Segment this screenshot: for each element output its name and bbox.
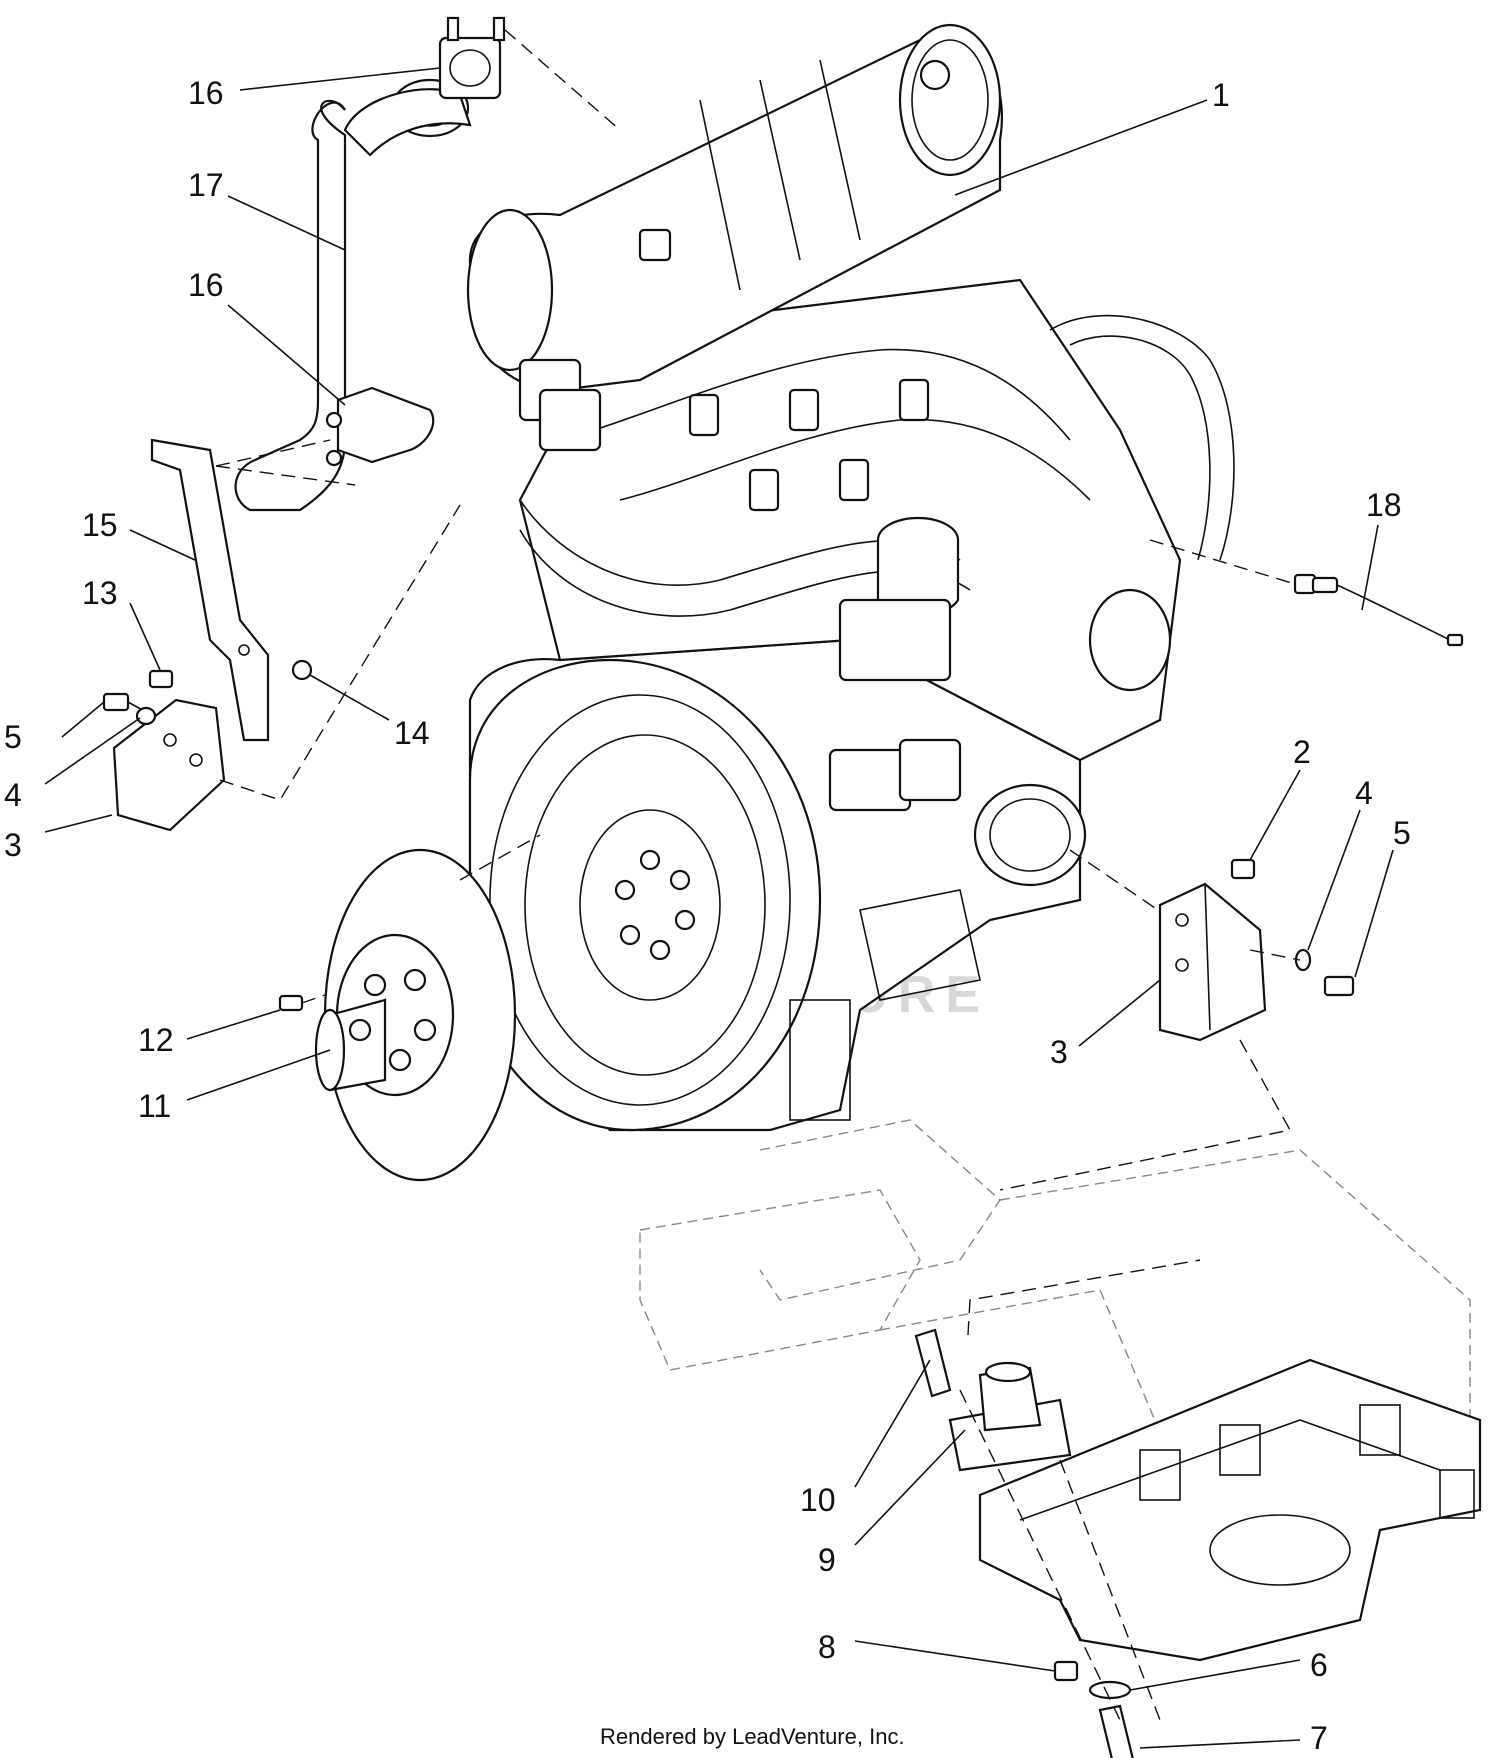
washer-4-left bbox=[135, 706, 157, 726]
callout-10: 10 bbox=[800, 1482, 836, 1518]
chassis-frame-phantom bbox=[639, 1119, 1471, 1481]
callout-18: 18 bbox=[1366, 487, 1402, 523]
callout-7: 7 bbox=[1310, 1720, 1328, 1756]
callout-8: 8 bbox=[818, 1629, 836, 1665]
callout-labels: 1 16 17 16 15 13 5 4 3 14 18 2 4 5 3 12 … bbox=[4, 75, 1411, 1756]
callout-16-lower: 16 bbox=[188, 267, 224, 303]
callout-2: 2 bbox=[1293, 734, 1311, 770]
callout-3-left: 3 bbox=[4, 827, 22, 863]
callout-5-right: 5 bbox=[1393, 815, 1411, 851]
bracket-hole bbox=[238, 644, 250, 656]
engine-mount-right bbox=[1158, 882, 1267, 1042]
clamp-lower bbox=[325, 386, 435, 467]
nut-8 bbox=[1053, 1660, 1079, 1682]
bolt-13 bbox=[148, 669, 174, 689]
engine-mount-left bbox=[112, 698, 226, 832]
callout-3-right: 3 bbox=[1050, 1034, 1068, 1070]
engine-support-pan bbox=[978, 1358, 1482, 1662]
callout-17: 17 bbox=[188, 167, 224, 203]
bolt-5-right bbox=[1323, 975, 1355, 997]
callout-4-right: 4 bbox=[1355, 775, 1373, 811]
callout-5-left: 5 bbox=[4, 719, 22, 755]
callout-9: 9 bbox=[818, 1542, 836, 1578]
engine-block bbox=[468, 278, 1235, 1132]
callout-14: 14 bbox=[394, 715, 430, 751]
nut-14 bbox=[291, 659, 313, 681]
exhaust-bracket bbox=[150, 438, 270, 742]
leader-lines bbox=[44, 67, 1394, 1749]
bolt-10 bbox=[914, 1328, 952, 1398]
washer-4-right bbox=[1294, 948, 1312, 972]
exhaust-pipe bbox=[234, 78, 472, 512]
muffler bbox=[466, 23, 1003, 452]
callout-12: 12 bbox=[138, 1022, 174, 1058]
callout-11: 11 bbox=[138, 1088, 171, 1124]
rubber-isolator bbox=[948, 1361, 1072, 1472]
nut-2 bbox=[1230, 858, 1256, 880]
callout-6: 6 bbox=[1310, 1647, 1328, 1683]
drive-coupling bbox=[314, 848, 517, 1182]
clamp-upper bbox=[438, 16, 506, 100]
callout-4-left: 4 bbox=[4, 777, 22, 813]
bolt-5-left bbox=[102, 692, 130, 712]
callout-1: 1 bbox=[1212, 77, 1230, 113]
temperature-sensor bbox=[1293, 573, 1464, 647]
bolt-12 bbox=[278, 994, 304, 1012]
pin-7 bbox=[1098, 1704, 1134, 1758]
callout-13: 13 bbox=[82, 575, 118, 611]
callout-15: 15 bbox=[82, 507, 118, 543]
washer-6 bbox=[1088, 1680, 1132, 1700]
footer-credit: Rendered by LeadVenture, Inc. bbox=[600, 1724, 905, 1749]
callout-16-upper: 16 bbox=[188, 75, 224, 111]
